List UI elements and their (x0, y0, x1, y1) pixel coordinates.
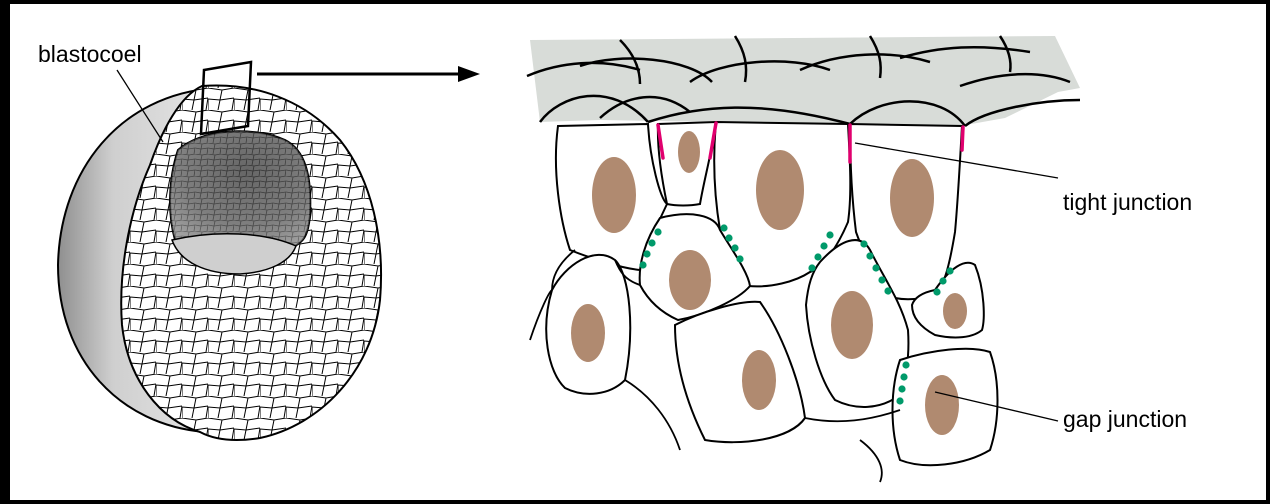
gap-junction-dot (826, 231, 833, 238)
gap-junction-dot (898, 385, 905, 392)
magnify-arrow (257, 66, 480, 82)
gap-junction-dot (731, 244, 738, 251)
nucleus (890, 159, 934, 237)
gap-junction-dot (866, 252, 873, 259)
gap-junction-dot (884, 287, 891, 294)
gap-junction-dot (896, 397, 903, 404)
gap-junction-dot (643, 250, 650, 257)
nucleus (756, 150, 804, 230)
gap-junction-dot (725, 234, 732, 241)
nucleus (669, 250, 711, 310)
gap-junction-dot (872, 264, 879, 271)
nucleus (925, 375, 959, 435)
gap-junction-dot (900, 373, 907, 380)
gap-junction-dot (939, 277, 946, 284)
nucleus (742, 350, 776, 410)
gap-junction-dot (808, 264, 815, 271)
nucleus (678, 131, 700, 173)
tight-junction-mark (962, 127, 963, 150)
gap-junction-dot (878, 276, 885, 283)
nucleus (831, 291, 873, 359)
cavity-cell-texture (170, 131, 310, 246)
nucleus (943, 293, 967, 329)
epithelium-detail (527, 36, 1080, 482)
gap-junction-dot (820, 242, 827, 249)
blastocoel-label: blastocoel (38, 43, 142, 66)
tight-junction-label: tight junction (1063, 191, 1192, 214)
gap-junction-dot (648, 239, 655, 246)
nucleus (571, 304, 605, 362)
nucleus (592, 157, 636, 233)
gap-junction-dot (720, 224, 727, 231)
gap-junction-dot (933, 288, 940, 295)
gap-junction-dot (654, 228, 661, 235)
blastula (58, 62, 381, 440)
gap-junction-dot (814, 253, 821, 260)
gap-junction-dot (860, 240, 867, 247)
gap-junction-dot (736, 255, 743, 262)
gap-junction-dot (902, 361, 909, 368)
gap-junction-dot (946, 267, 953, 274)
gap-junction-label: gap junction (1063, 408, 1187, 431)
gap-junction-dot (639, 261, 646, 268)
